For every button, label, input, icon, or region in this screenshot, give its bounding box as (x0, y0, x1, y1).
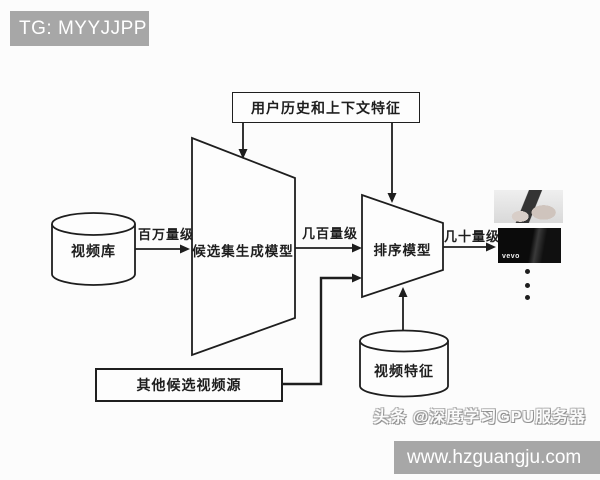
user-history-context-box: 用户历史和上下文特征 (232, 92, 420, 123)
arrowhead (352, 273, 362, 283)
telegram-watermark-text: TG: MYYJJPP (19, 18, 147, 39)
video-db-cylinder-shape (51, 212, 136, 286)
arrowhead (180, 244, 190, 254)
result-thumbnail-1 (494, 190, 563, 223)
edge-label-millions: 百万量级 (137, 227, 194, 242)
edge-label-hundreds: 几百量级 (301, 226, 358, 241)
arrowhead (486, 242, 496, 252)
credit-watermark: 头条 @深度学习GPU服务器 (373, 409, 586, 426)
url-watermark-bar: www.hzguangju.com (394, 441, 600, 474)
ellipsis-dot (525, 269, 530, 274)
other-candidate-sources-label: 其他候选视频源 (136, 379, 242, 394)
video-features-cylinder-shape (359, 329, 449, 398)
candidate-model-label: 候选集生成模型 (192, 244, 294, 259)
vevo-logo: vevo (502, 253, 520, 260)
arrowhead (398, 287, 408, 297)
url-watermark-text: www.hzguangju.com (407, 447, 582, 468)
user-history-context-label: 用户历史和上下文特征 (251, 101, 401, 117)
candidate-model-trapezoid (191, 136, 296, 357)
result-thumbnail-2: vevo (498, 228, 561, 263)
video-features-label: 视频特征 (374, 365, 434, 380)
ellipsis-dot (525, 295, 530, 300)
arrowhead (238, 149, 248, 159)
arrowhead (387, 193, 397, 203)
other-candidate-sources-box: 其他候选视频源 (95, 368, 283, 402)
ranking-model-trapezoid (361, 193, 444, 299)
ranking-model-label: 排序模型 (373, 243, 432, 258)
arrowhead (352, 243, 362, 253)
edge-label-tens: 几十量级 (444, 229, 501, 244)
telegram-watermark-badge: TG: MYYJJPP (10, 11, 149, 46)
video-db-label: 视频库 (71, 245, 116, 260)
ellipsis-dot (525, 283, 530, 288)
arrow-othersources-to-ranking (283, 276, 353, 386)
